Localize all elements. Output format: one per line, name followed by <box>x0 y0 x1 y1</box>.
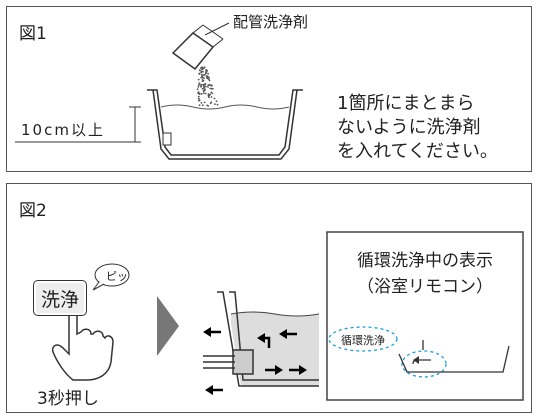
display-tub-icon <box>398 340 510 373</box>
bathtub-outline <box>147 89 303 160</box>
detergent-bag-icon <box>171 24 224 71</box>
wash-button[interactable]: 洗浄 <box>33 280 87 316</box>
figure-1-panel: 図1 配管洗浄剤 10cm以上 1箇所にまとまら ないように洗浄剤 <box>6 6 532 172</box>
instruction-line-1: 1箇所にまとまら <box>337 93 475 114</box>
beep-bubble-icon <box>92 263 130 291</box>
wash-button-label: 洗浄 <box>40 289 79 311</box>
detergent-label: 配管洗浄剤 <box>233 13 309 31</box>
cleaning-diagram <box>51 231 524 401</box>
water-flow-arrows-icon <box>203 327 307 395</box>
tub-closeup <box>203 291 320 387</box>
figure-2-title: 図2 <box>19 201 47 221</box>
remote-indicator-text: 循環洗浄 <box>341 334 385 347</box>
instruction-line-3: を入れてください。 <box>337 141 498 162</box>
figure-2-panel: 図2 <box>6 183 532 413</box>
label-leader-line <box>204 22 230 36</box>
press-caption: 3秒押し <box>37 389 99 409</box>
hand-icon <box>51 299 114 381</box>
remote-title-line-2: （浴室リモコン） <box>357 277 493 297</box>
depth-marker <box>15 106 141 143</box>
remote-title-line-1: 循環洗浄中の表示 <box>357 251 493 271</box>
next-step-arrow-icon <box>157 296 179 356</box>
detergent-powder <box>196 66 219 107</box>
depth-label: 10cm以上 <box>21 121 105 139</box>
bathtub-diagram <box>15 22 303 160</box>
instruction-line-2: ないように洗浄剤 <box>337 117 481 138</box>
figure-1-title: 図1 <box>19 24 47 44</box>
indicator-glow <box>328 326 447 378</box>
beep-text: ピッ <box>106 270 128 283</box>
